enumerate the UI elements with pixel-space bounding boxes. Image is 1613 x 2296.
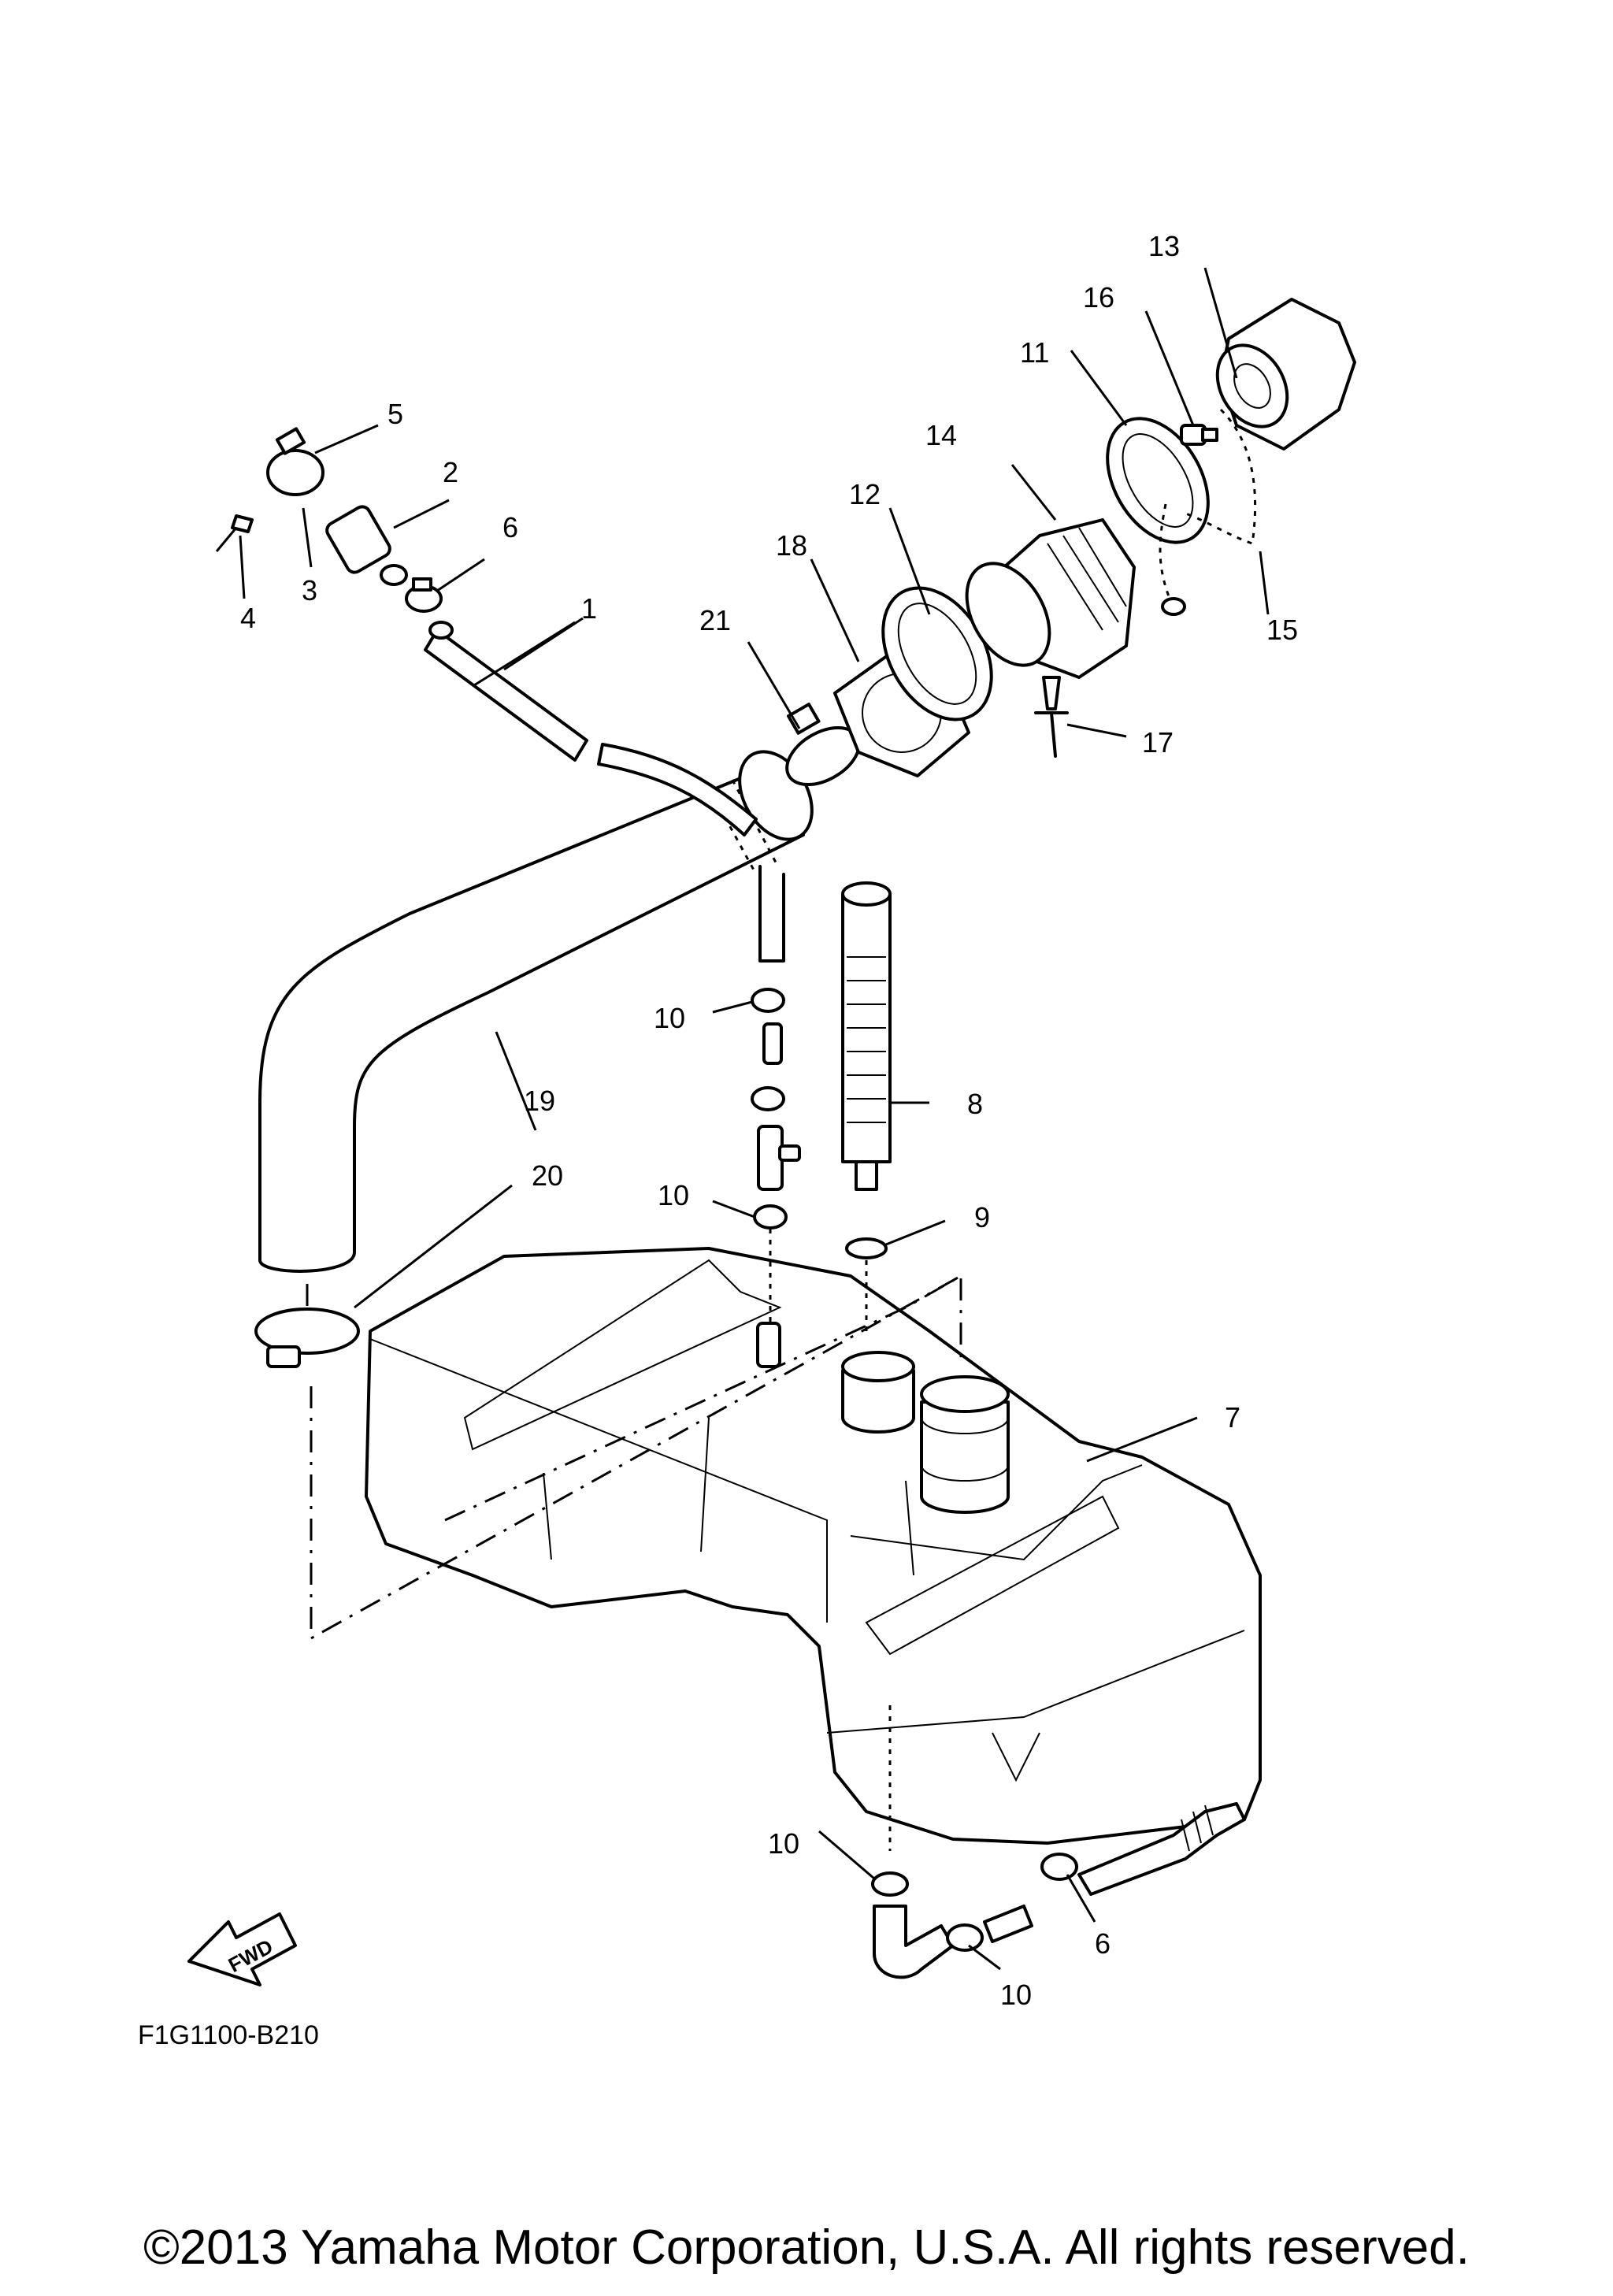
outlet-fitting-and-hose-part-6: [983, 1802, 1246, 1943]
fuel-filter-part-8: [841, 881, 892, 1191]
part-label-18: 18: [776, 529, 807, 562]
part-label-5: 5: [387, 398, 403, 430]
hose-clamp-part-6-upper: [405, 577, 443, 613]
filler-cap-part-13: [1215, 298, 1356, 451]
part-label-20: 20: [532, 1159, 563, 1192]
drain-elbow-and-clamps-part-10: [871, 1705, 984, 1979]
part-label-8: 8: [967, 1088, 983, 1120]
fuel-tank-part-7: [365, 1247, 1262, 1845]
copyright-notice: ©2013 Yamaha Motor Corporation, U.S.A. A…: [143, 2220, 1470, 2275]
part-label-15: 15: [1266, 614, 1298, 646]
reference-line-center: [444, 1274, 962, 1522]
grommet-part-9: [845, 1237, 888, 1331]
part-label-10-a: 10: [654, 1002, 685, 1034]
part-label-11: 11: [1020, 336, 1049, 369]
band-clamp-part-20: [254, 1307, 360, 1368]
part-label-9: 9: [974, 1201, 990, 1233]
tank-pickup-neck: [841, 1351, 915, 1434]
part-label-3: 3: [302, 574, 317, 606]
part-label-14: 14: [925, 419, 957, 451]
part-label-12: 12: [849, 478, 881, 510]
part-label-6-lower: 6: [1095, 1927, 1111, 1960]
tank-filler-neck: [920, 1375, 1010, 1514]
part-label-10-d: 10: [1000, 1979, 1032, 2011]
part-label-2: 2: [443, 456, 458, 488]
hose-clamp-part-21: [785, 703, 861, 787]
forward-arrow-icon: FWD: [187, 1912, 297, 1986]
part-label-10-b: 10: [658, 1179, 689, 1211]
hose-clamp-part-5: [266, 427, 324, 496]
part-label-19: 19: [524, 1085, 555, 1117]
hose-clamps-upper-part-10: [751, 988, 801, 1323]
part-label-4: 4: [240, 602, 256, 634]
leader-lines: [239, 267, 1270, 1971]
part-label-13: 13: [1148, 230, 1180, 262]
filler-neck-part-14: [965, 518, 1136, 679]
fuel-joint-part-2: [325, 505, 408, 586]
part-label-10-c: 10: [768, 1827, 799, 1860]
part-label-17: 17: [1142, 726, 1174, 759]
screw-part-16: [1180, 424, 1218, 446]
part-label-1: 1: [581, 592, 597, 625]
part-label-16: 16: [1083, 281, 1114, 313]
chain-part-15: [1159, 408, 1257, 616]
tank-vent-nipple: [756, 1322, 781, 1368]
part-label-7: 7: [1225, 1401, 1240, 1434]
figure-code: F1G1100-B210: [138, 2020, 319, 2050]
part-label-21: 21: [699, 604, 731, 636]
rivet-part-4: [215, 514, 254, 552]
rivet-part-17: [1034, 676, 1069, 758]
reference-line-left: [310, 1274, 962, 1641]
part-label-6-upper: 6: [502, 511, 518, 543]
breather-hose-part-1: [424, 621, 785, 963]
